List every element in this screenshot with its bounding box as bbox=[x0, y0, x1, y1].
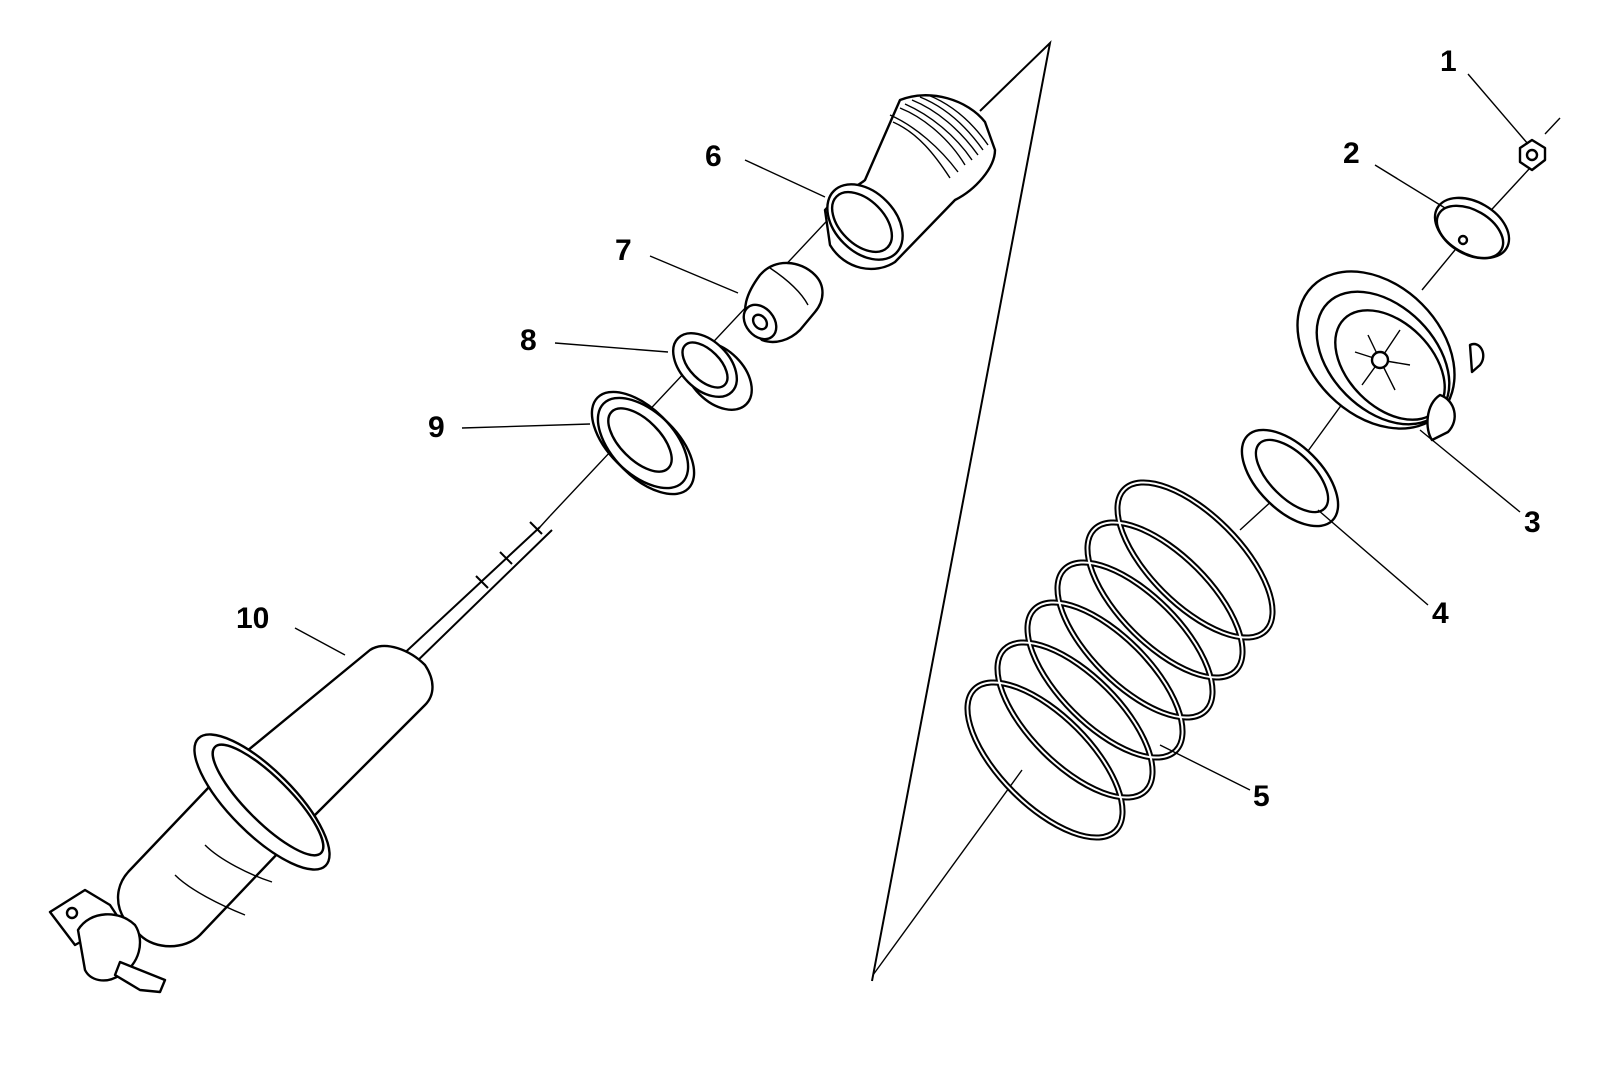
callout-2: 2 bbox=[1343, 137, 1360, 170]
dust-boot-part bbox=[823, 94, 997, 271]
callout-1: 1 bbox=[1440, 45, 1457, 78]
axis-line-right bbox=[1544, 117, 1561, 135]
upper-cap-part bbox=[1433, 196, 1511, 260]
coil-spring-part bbox=[964, 479, 1276, 841]
callout-9: 9 bbox=[428, 411, 445, 444]
callout-8: 8 bbox=[520, 324, 537, 357]
upper-insulator-part bbox=[672, 332, 753, 411]
leader-lines bbox=[294, 73, 1529, 791]
shock-absorber-part bbox=[48, 515, 553, 994]
callout-7: 7 bbox=[615, 234, 632, 267]
callout-3: 3 bbox=[1524, 506, 1541, 539]
spring-insulator-part bbox=[1240, 428, 1340, 528]
washer-part bbox=[590, 390, 696, 496]
callout-4: 4 bbox=[1432, 597, 1449, 630]
divider-triangle bbox=[871, 40, 1052, 982]
callout-10: 10 bbox=[236, 602, 269, 635]
nut-part bbox=[1518, 138, 1547, 172]
jounce-bumper-part bbox=[742, 261, 824, 344]
upper-mount-part bbox=[1296, 270, 1485, 442]
callout-6: 6 bbox=[705, 140, 722, 173]
callout-5: 5 bbox=[1253, 780, 1270, 813]
